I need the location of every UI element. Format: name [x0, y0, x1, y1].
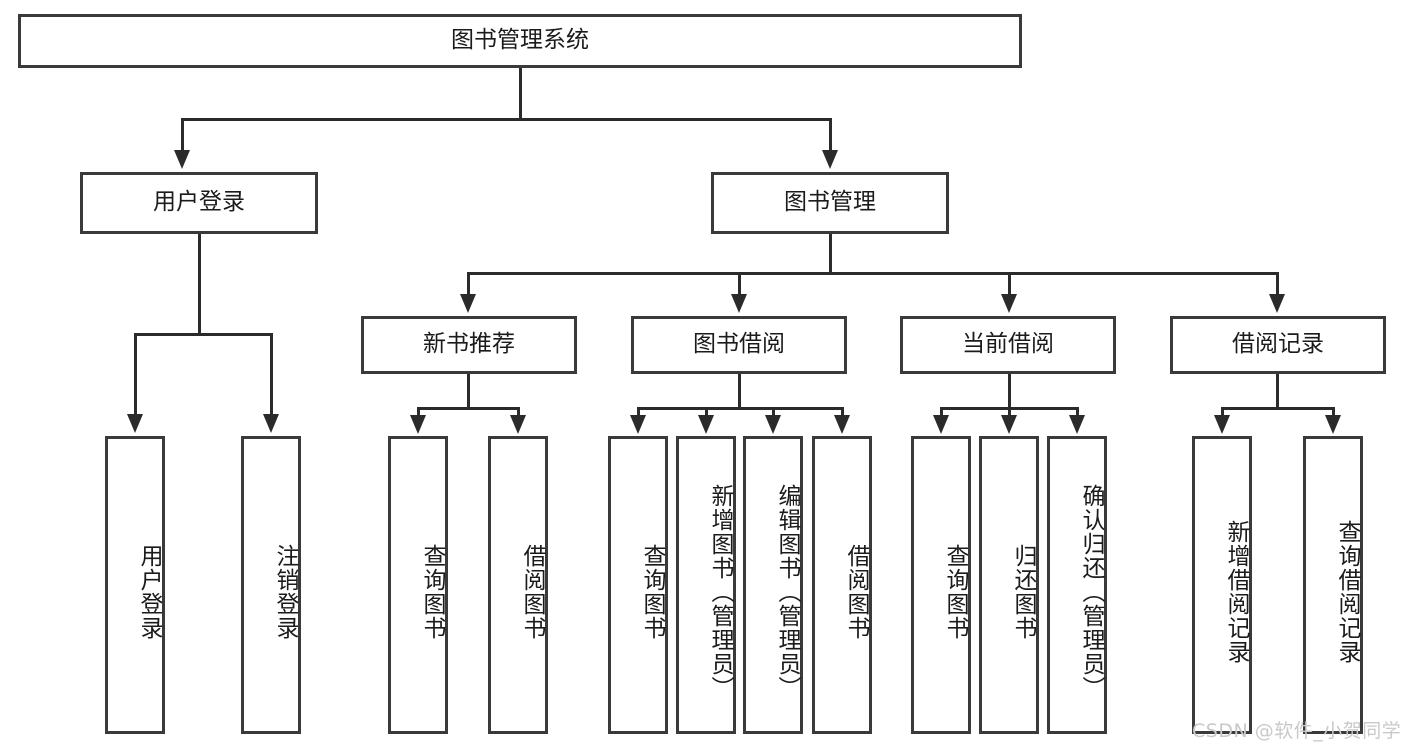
node-label: 查询借阅记录: [1334, 520, 1360, 664]
arrowhead-book-manage: [822, 150, 838, 169]
node-label: 用户登录: [136, 544, 162, 640]
edge-root-to-book-manage: [829, 118, 832, 152]
node-book-management[interactable]: 图书管理: [711, 172, 949, 234]
edge-book-manage-to-new-book: [467, 272, 470, 296]
node-label: 当前借阅: [962, 331, 1054, 358]
arrowhead-borrow-record: [1269, 294, 1285, 313]
edge-book-manage-stem: [829, 232, 832, 275]
arrowhead-user-login-leaf-2: [263, 414, 279, 433]
edge-new-book-bus: [417, 407, 520, 410]
leaf-book-borrow-edit-book-admin[interactable]: 编辑图书（管理员）: [743, 436, 803, 734]
edge-current-borrow-to-leaf-2: [1008, 407, 1011, 417]
edge-book-borrow-to-leaf-1: [637, 407, 640, 417]
edge-borrow-record-to-leaf-2: [1332, 407, 1335, 417]
edge-book-manage-to-book-borrow: [738, 272, 741, 296]
edge-root-to-user-login: [181, 118, 184, 152]
csdn-watermark: CSDN @软件_小贺同学: [1192, 720, 1402, 742]
arrowhead-new-book-leaf-2: [510, 415, 526, 434]
edge-root-bus: [181, 118, 832, 121]
arrowhead-borrow-record-leaf-2: [1325, 415, 1341, 434]
node-label: 借阅记录: [1232, 331, 1324, 358]
node-label: 新书推荐: [423, 331, 515, 358]
node-label: 图书借阅: [693, 331, 785, 358]
edge-root-stem: [519, 66, 522, 120]
edge-book-manage-bus: [467, 272, 1279, 275]
leaf-book-borrow-add-book-admin[interactable]: 新增图书（管理员）: [676, 436, 736, 734]
node-label: 归还图书: [1010, 544, 1036, 640]
arrowhead-book-borrow: [731, 294, 747, 313]
node-label: 用户登录: [153, 189, 245, 216]
node-label: 注销登录: [272, 544, 298, 640]
leaf-book-borrow-query-book[interactable]: 查询图书: [608, 436, 668, 734]
edge-borrow-record-stem: [1276, 373, 1279, 410]
node-borrow-record[interactable]: 借阅记录: [1170, 316, 1386, 374]
edge-user-login-to-leaf-1: [134, 333, 137, 415]
edge-new-book-stem: [467, 373, 470, 410]
arrowhead-borrow-record-leaf-1: [1214, 415, 1230, 434]
arrowhead-book-borrow-leaf-2: [698, 415, 714, 434]
node-book-borrow[interactable]: 图书借阅: [631, 316, 847, 374]
node-label: 查询图书: [639, 544, 665, 640]
arrowhead-current-borrow: [1001, 294, 1017, 313]
node-label: 图书管理: [784, 189, 876, 216]
leaf-new-book-query-book[interactable]: 查询图书: [388, 436, 448, 734]
leaf-borrow-record-query-record[interactable]: 查询借阅记录: [1303, 436, 1363, 734]
edge-current-borrow-to-leaf-3: [1076, 407, 1079, 417]
arrowhead-book-borrow-leaf-1: [630, 415, 646, 434]
arrowhead-user-login: [174, 150, 190, 169]
leaf-user-login-login[interactable]: 用户登录: [105, 436, 165, 734]
node-label: 图书管理系统: [451, 27, 589, 54]
edge-current-borrow-to-leaf-1: [940, 407, 943, 417]
node-label: 借阅图书: [519, 544, 545, 640]
edge-book-borrow-stem: [738, 373, 741, 410]
arrowhead-user-login-leaf-1: [127, 414, 143, 433]
arrowhead-current-borrow-leaf-1: [933, 415, 949, 434]
leaf-current-borrow-query-book[interactable]: 查询图书: [911, 436, 971, 734]
edge-new-book-to-leaf-1: [417, 407, 420, 417]
edge-book-borrow-to-leaf-3: [772, 407, 775, 417]
edge-book-manage-to-current-borrow: [1008, 272, 1011, 296]
edge-user-login-stem: [198, 232, 201, 336]
leaf-current-borrow-return-book[interactable]: 归还图书: [979, 436, 1039, 734]
edge-borrow-record-to-leaf-1: [1221, 407, 1224, 417]
edge-book-borrow-to-leaf-4: [841, 407, 844, 417]
arrowhead-book-borrow-leaf-4: [834, 415, 850, 434]
node-label: 编辑图书（管理员）: [774, 484, 800, 700]
node-label: 借阅图书: [843, 544, 869, 640]
arrowhead-current-borrow-leaf-2: [1001, 415, 1017, 434]
node-root-book-management-system[interactable]: 图书管理系统: [18, 14, 1022, 68]
edge-user-login-to-leaf-2: [270, 333, 273, 415]
edge-current-borrow-stem: [1008, 373, 1011, 410]
edge-book-manage-to-borrow-record: [1276, 272, 1279, 296]
leaf-book-borrow-borrow-book[interactable]: 借阅图书: [812, 436, 872, 734]
edge-borrow-record-bus: [1221, 407, 1335, 410]
edge-book-borrow-bus: [637, 407, 844, 410]
node-label: 查询图书: [942, 544, 968, 640]
edge-new-book-to-leaf-2: [517, 407, 520, 417]
node-label: 新增借阅记录: [1223, 520, 1249, 664]
node-current-borrow[interactable]: 当前借阅: [900, 316, 1116, 374]
arrowhead-new-book-leaf-1: [410, 415, 426, 434]
leaf-borrow-record-add-record[interactable]: 新增借阅记录: [1192, 436, 1252, 734]
edge-user-login-bus: [134, 333, 272, 336]
node-new-book-recommend[interactable]: 新书推荐: [361, 316, 577, 374]
leaf-user-login-logout[interactable]: 注销登录: [241, 436, 301, 734]
leaf-current-borrow-confirm-return-admin[interactable]: 确认归还（管理员）: [1047, 436, 1107, 734]
node-label: 查询图书: [419, 544, 445, 640]
node-label: 确认归还（管理员）: [1078, 484, 1104, 700]
arrowhead-new-book-recommend: [460, 294, 476, 313]
node-user-login[interactable]: 用户登录: [80, 172, 318, 234]
arrowhead-book-borrow-leaf-3: [765, 415, 781, 434]
edge-book-borrow-to-leaf-2: [705, 407, 708, 417]
node-label: 新增图书（管理员）: [707, 484, 733, 700]
leaf-new-book-borrow-book[interactable]: 借阅图书: [488, 436, 548, 734]
arrowhead-current-borrow-leaf-3: [1069, 415, 1085, 434]
